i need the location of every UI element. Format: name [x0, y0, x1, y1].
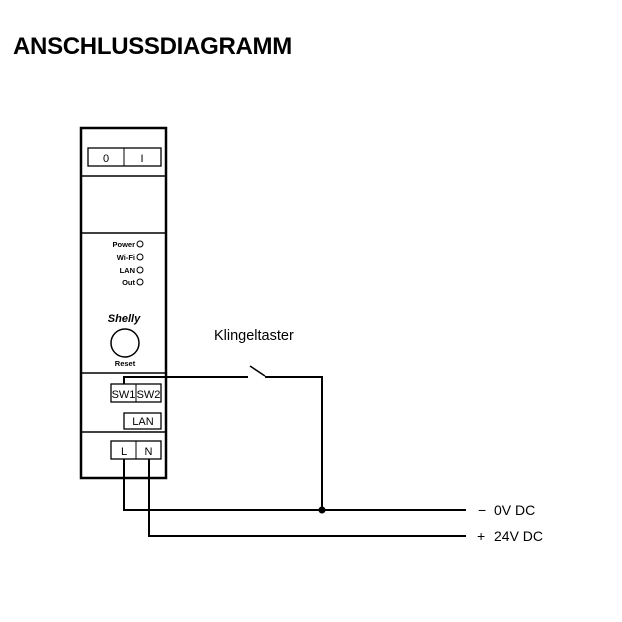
- shelly-logo: Shelly: [108, 313, 141, 325]
- l-wire: [123, 459, 466, 511]
- n-wire: [148, 459, 466, 537]
- junction-dot: [318, 506, 326, 514]
- led-label-out: Out: [122, 278, 135, 287]
- lan-port: [123, 412, 162, 430]
- sw1-wire: [123, 376, 248, 384]
- power-terminals: [110, 440, 162, 460]
- lan-led-icon: [136, 266, 144, 274]
- power-switch: [87, 147, 162, 167]
- negative-sign: −: [478, 502, 486, 518]
- out-led-icon: [136, 278, 144, 286]
- reset-label: Reset: [115, 359, 136, 368]
- reset-button: [110, 328, 140, 358]
- sw2-label: SW2: [137, 389, 161, 401]
- sw-terminals: [110, 383, 162, 403]
- sw1-label: SW1: [112, 389, 136, 401]
- switch-return-wire: [265, 376, 323, 510]
- led-label-lan: LAN: [120, 266, 135, 275]
- led-label-power: Power: [112, 240, 135, 249]
- switch-on-label: I: [140, 153, 143, 165]
- switch-off-label: 0: [103, 153, 109, 165]
- l-label: L: [121, 446, 127, 458]
- led-label-wifi: Wi-Fi: [117, 253, 135, 262]
- positive-sign: +: [477, 528, 485, 544]
- wifi-led-icon: [136, 253, 144, 261]
- lan-label: LAN: [132, 416, 153, 428]
- doorbell-switch-icon: [249, 365, 266, 377]
- power-led-icon: [136, 240, 144, 248]
- wires: [123, 365, 466, 537]
- doorbell-switch-label: Klingeltaster: [214, 328, 294, 344]
- page-title: ANSCHLUSSDIAGRAMM: [13, 33, 292, 60]
- n-label: N: [145, 446, 153, 458]
- positive-supply-label: 24V DC: [494, 528, 543, 544]
- negative-supply-label: 0V DC: [494, 502, 535, 518]
